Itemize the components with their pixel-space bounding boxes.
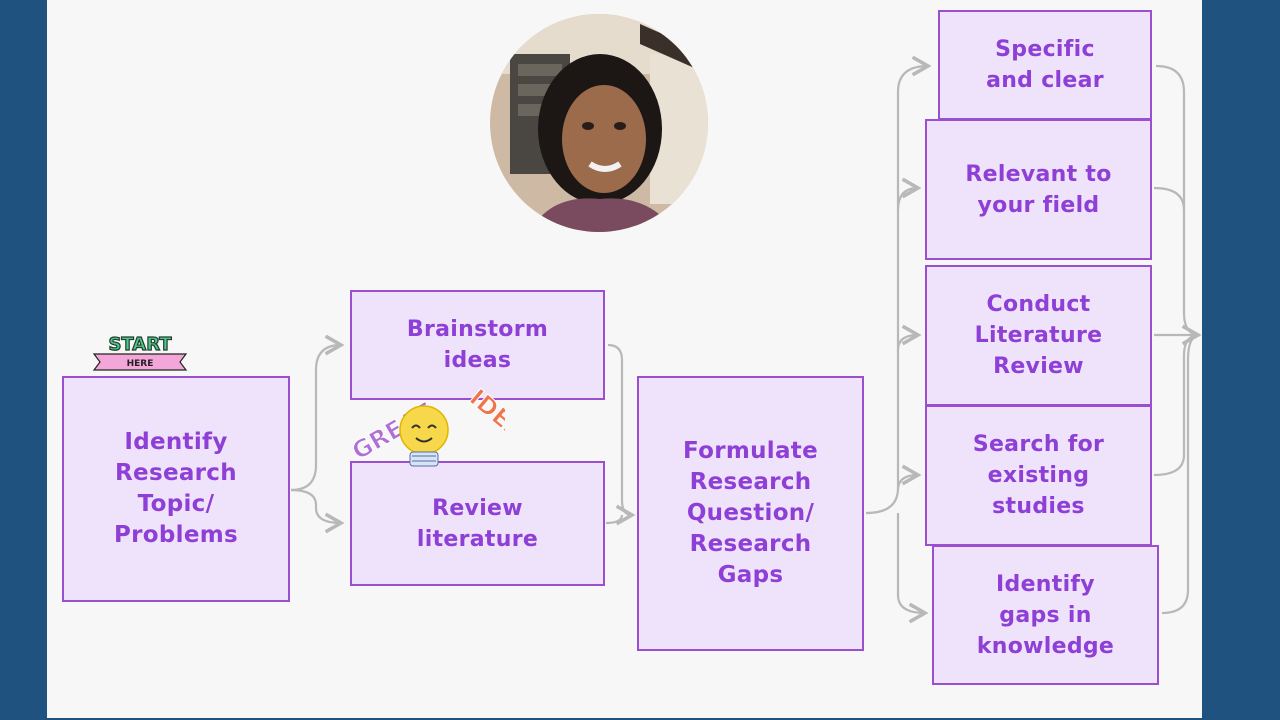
presenter-video-icon	[490, 14, 708, 232]
criteria-box-gaps: Identify gaps in knowledge	[932, 545, 1159, 685]
here-sticker-text: HERE	[127, 359, 154, 369]
presenter-webcam	[490, 14, 708, 232]
identify-topic-box: Identify Research Topic/ Problems	[62, 376, 290, 602]
brainstorm-box: Brainstorm ideas	[350, 290, 605, 400]
lightbulb-icon	[399, 405, 449, 467]
start-sticker-text: START	[108, 334, 172, 355]
criteria-box-relevant: Relevant to your field	[925, 119, 1152, 260]
great-idea-sticker: GREAT IDEA	[340, 383, 532, 470]
start-here-sticker: START HERE	[90, 330, 190, 374]
criteria-box-specific: Specific and clear	[938, 10, 1152, 120]
formulate-question-box: Formulate Research Question/ Research Ga…	[637, 376, 864, 651]
review-literature-box: Review literature	[350, 461, 605, 586]
criteria-box-existing-studies: Search for existing studies	[925, 405, 1152, 546]
idea-text: IDEA	[464, 384, 505, 446]
criteria-box-literature-review: Conduct Literature Review	[925, 265, 1152, 406]
